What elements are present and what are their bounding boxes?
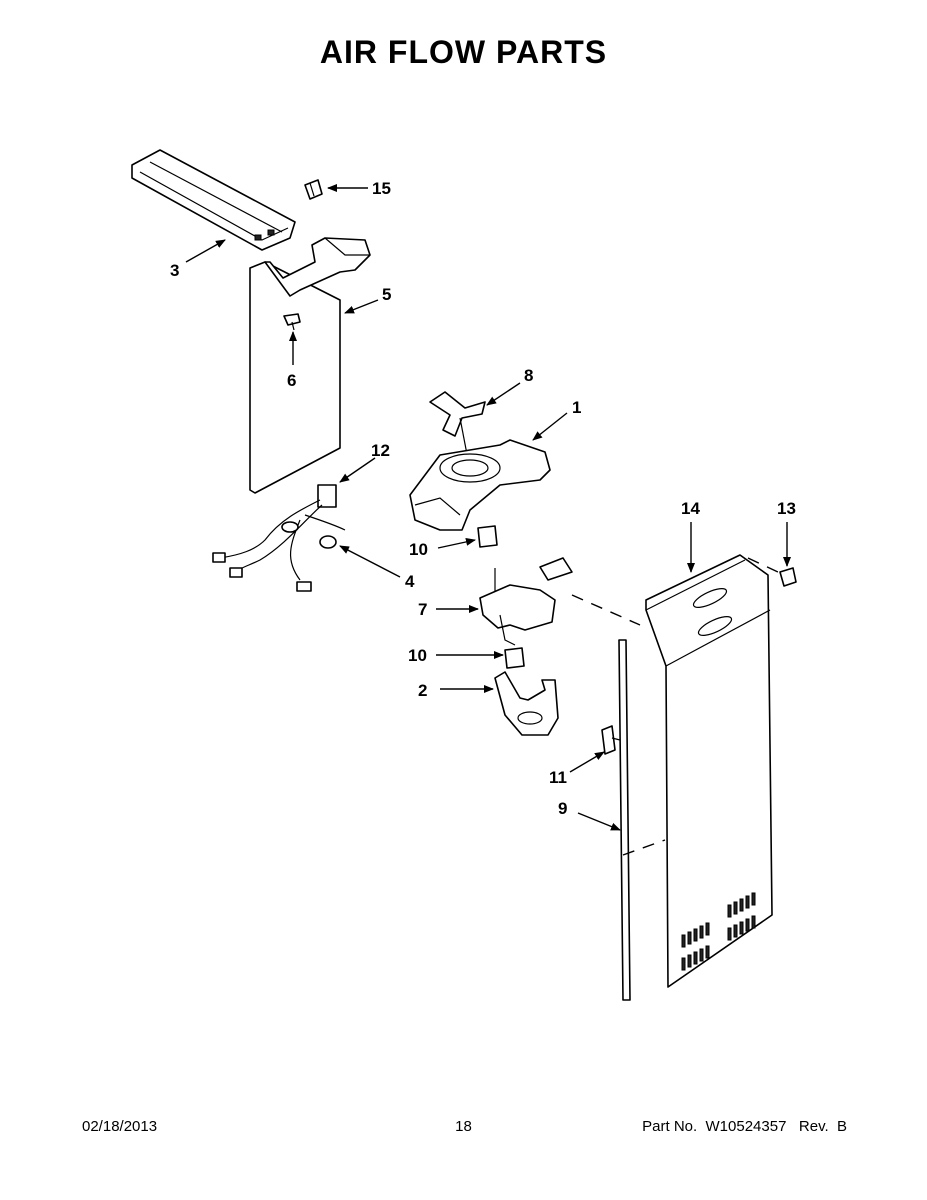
footer-part-number: Part No. W10524357 Rev. B xyxy=(642,1118,847,1135)
alignment-line-screw xyxy=(747,557,779,573)
part-14-rear-cover xyxy=(645,554,773,988)
callout-12: 12 xyxy=(371,441,390,460)
part-13-screw xyxy=(779,567,797,587)
callout-6: 6 xyxy=(287,371,296,390)
leader-10-upper xyxy=(437,537,476,549)
callout-5: 5 xyxy=(382,285,391,304)
leader-8 xyxy=(486,382,521,406)
part-11-clip xyxy=(601,725,621,755)
part-2-bracket xyxy=(494,671,559,736)
vent-slots xyxy=(681,892,756,971)
leader-1 xyxy=(532,412,568,441)
callout-1: 1 xyxy=(572,398,581,417)
part-3-duct-tray xyxy=(131,149,296,251)
alignment-line-motor xyxy=(571,594,641,626)
footer-date: 02/18/2013 xyxy=(82,1118,158,1135)
leader-11 xyxy=(569,751,605,773)
part-9-seal-strip xyxy=(618,639,631,1001)
callout-9: 9 xyxy=(558,799,567,818)
part-6-screw xyxy=(283,313,301,331)
callout-8: 8 xyxy=(524,366,533,385)
callout-2: 2 xyxy=(418,681,427,700)
footer-page-number: 18 xyxy=(455,1118,472,1135)
leader-3 xyxy=(185,239,226,263)
part-10-mount-upper xyxy=(477,525,498,548)
part-15-clip xyxy=(304,179,323,200)
part-12-wire-harness xyxy=(212,484,346,592)
callout-15: 15 xyxy=(372,179,391,198)
leader-9 xyxy=(577,812,621,831)
part-7-fan-motor xyxy=(479,557,573,646)
callout-10-lower: 10 xyxy=(408,646,427,665)
part-4-grommet xyxy=(319,535,337,549)
callout-10-upper: 10 xyxy=(409,540,428,559)
part-1-fan-housing xyxy=(409,439,551,531)
alignment-line-cover xyxy=(622,839,666,856)
callout-13: 13 xyxy=(777,499,796,518)
callout-14: 14 xyxy=(681,499,700,518)
callout-7: 7 xyxy=(418,600,427,619)
callout-4: 4 xyxy=(405,572,415,591)
page-title: AIR FLOW PARTS xyxy=(319,34,608,70)
callout-11: 11 xyxy=(549,768,567,787)
leader-12 xyxy=(339,457,376,483)
part-5-panel xyxy=(249,237,371,494)
callout-3: 3 xyxy=(170,261,179,280)
part-10-mount-lower xyxy=(504,647,525,669)
leader-4 xyxy=(339,545,401,578)
leader-5 xyxy=(344,299,379,314)
